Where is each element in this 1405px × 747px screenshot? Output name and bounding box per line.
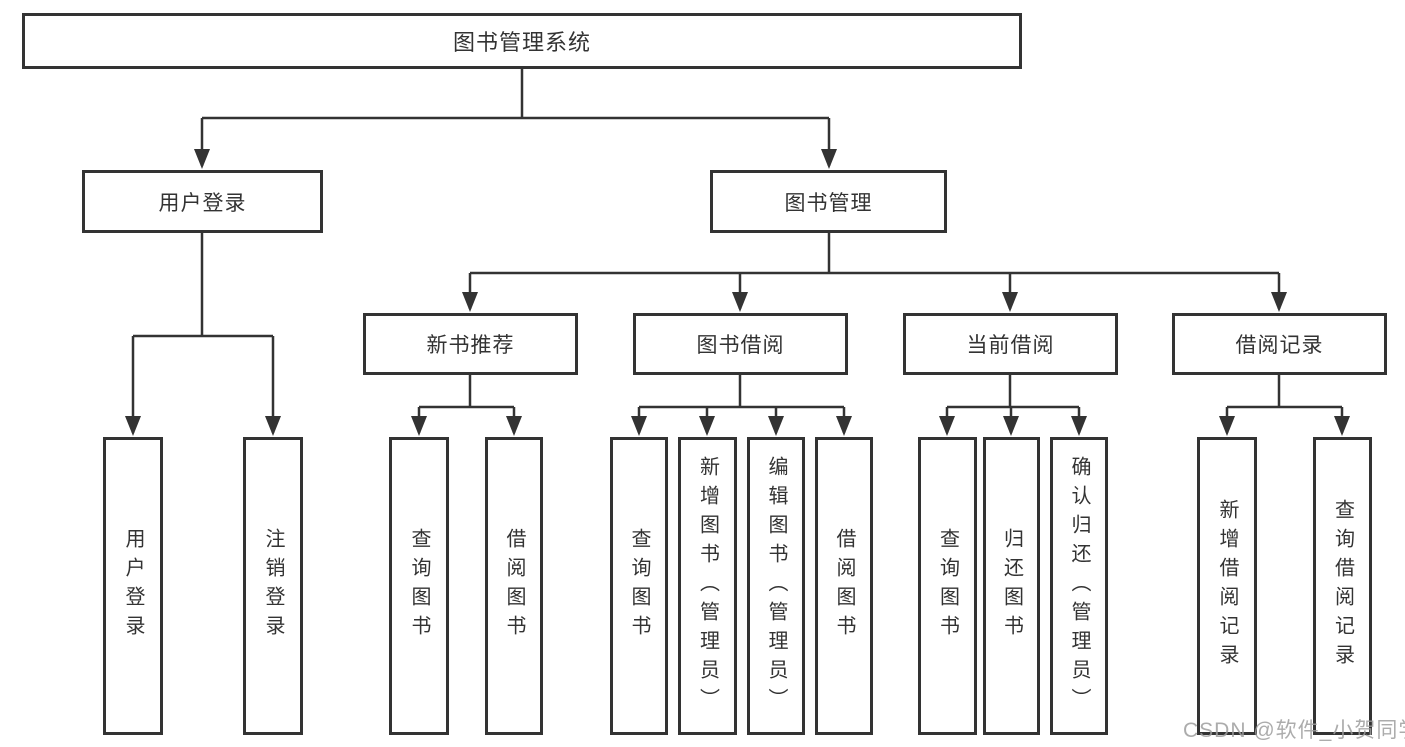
node-edit-book-admin: 编辑图书（管理员） [747, 437, 805, 735]
node-book-borrow: 图书借阅 [633, 313, 848, 375]
watermark: CSDN @软件_小贺同学 [1183, 719, 1405, 742]
node-query-borrow-record: 查询借阅记录 [1313, 437, 1372, 735]
node-logout-action: 注销登录 [243, 437, 303, 735]
node-label: 编辑图书（管理员） [765, 455, 787, 717]
node-current-borrow: 当前借阅 [903, 313, 1118, 375]
node-label: 注销登录 [262, 528, 284, 644]
node-query-books-current: 查询图书 [918, 437, 977, 735]
node-label: 图书借阅 [696, 334, 785, 357]
node-new-book-recommend: 新书推荐 [363, 313, 578, 375]
node-label: 查询借阅记录 [1331, 499, 1354, 673]
node-label: 借阅图书 [833, 528, 855, 644]
node-confirm-return-admin: 确认归还（管理员） [1050, 437, 1108, 735]
node-label: 查询图书 [628, 528, 650, 644]
node-label: 图书管理系统 [452, 30, 591, 55]
node-label: 借阅记录 [1235, 334, 1324, 357]
node-label: 借阅图书 [503, 528, 525, 644]
node-label: 用户登录 [158, 191, 247, 215]
node-query-books-recommend: 查询图书 [389, 437, 449, 735]
node-label: 查询图书 [936, 528, 959, 644]
node-label: 查询图书 [408, 528, 430, 644]
node-label: 新增借阅记录 [1216, 499, 1238, 673]
node-label: 归还图书 [1000, 528, 1023, 644]
node-user-login-action: 用户登录 [103, 437, 163, 735]
node-label: 用户登录 [122, 528, 144, 644]
node-return-book: 归还图书 [983, 437, 1040, 735]
node-borrow-books-recommend: 借阅图书 [485, 437, 543, 735]
node-library-management-system: 图书管理系统 [22, 13, 1022, 69]
node-label: 当前借阅 [966, 334, 1055, 357]
node-label: 确认归还（管理员） [1068, 455, 1090, 717]
node-add-borrow-record: 新增借阅记录 [1197, 437, 1257, 735]
node-label: 新书推荐 [426, 334, 515, 357]
node-book-management: 图书管理 [710, 170, 947, 233]
node-add-book-admin: 新增图书（管理员） [678, 437, 737, 735]
node-label: 图书管理 [784, 191, 873, 215]
node-label: 新增图书（管理员） [696, 455, 719, 717]
node-user-login: 用户登录 [82, 170, 323, 233]
node-query-books-borrow: 查询图书 [610, 437, 668, 735]
node-borrow-records: 借阅记录 [1172, 313, 1387, 375]
node-borrow-books: 借阅图书 [815, 437, 873, 735]
